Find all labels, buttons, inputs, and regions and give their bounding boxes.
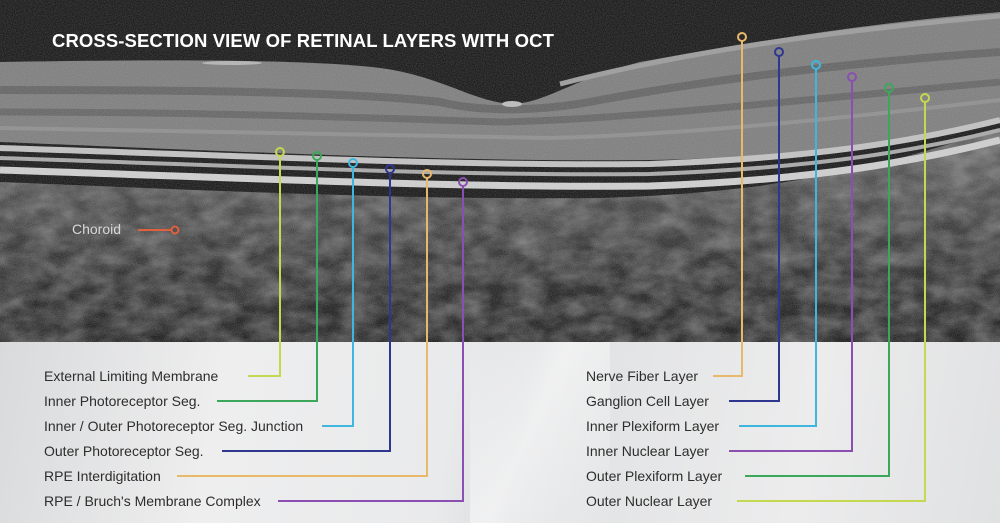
pin-icon (422, 169, 432, 179)
oct-scan-image: CROSS-SECTION VIEW OF RETINAL LAYERS WIT… (0, 0, 1000, 342)
pin-icon (312, 151, 322, 161)
leader-outer-photoreceptor-seg (222, 173, 391, 452)
leader-inner-photoreceptor-seg (217, 160, 318, 402)
pin-icon (275, 147, 285, 157)
pin-icon (774, 47, 784, 57)
pin-icon (847, 72, 857, 82)
legend-rpe-interdigitation: RPE Interdigitation (44, 468, 161, 484)
pin-icon (348, 158, 358, 168)
legend-inner-plexiform-layer: Inner Plexiform Layer (586, 418, 720, 434)
legend-outer-photoreceptor-seg: Outer Photoreceptor Seg. (44, 443, 204, 459)
pin-icon (170, 225, 180, 235)
leader-ganglion-cell-layer (729, 56, 780, 402)
leader-inner-plexiform-layer (739, 69, 817, 427)
pin-icon (458, 177, 468, 187)
legend-ganglion-cell-layer: Ganglion Cell Layer (586, 393, 709, 409)
diagram-title: CROSS-SECTION VIEW OF RETINAL LAYERS WIT… (52, 30, 554, 51)
legend-outer-nuclear-layer: Outer Nuclear Layer (586, 493, 713, 509)
legend-nerve-fiber-layer: Nerve Fiber Layer (586, 368, 699, 384)
legend-external-limiting-membrane: External Limiting Membrane (44, 368, 219, 384)
legend-outer-plexiform-layer: Outer Plexiform Layer (586, 468, 723, 484)
leader-outer-nuclear-layer (737, 102, 926, 502)
leader-nerve-fiber-layer (713, 41, 743, 377)
legend-inner-photoreceptor-seg: Inner Photoreceptor Seg. (44, 393, 201, 409)
legend-inner-outer-photoreceptor-junction: Inner / Outer Photoreceptor Seg. Junctio… (44, 418, 304, 434)
leader-inner-outer-junction (322, 167, 354, 427)
leader-external-limiting-membrane (248, 156, 281, 377)
legend-inner-nuclear-layer: Inner Nuclear Layer (586, 443, 709, 459)
legend-panel (0, 342, 1000, 523)
choroid-label: Choroid (72, 221, 122, 237)
pin-icon (385, 164, 395, 174)
leader-outer-plexiform-layer (745, 92, 890, 477)
pin-icon (737, 32, 747, 42)
retina-cross-section (0, 0, 1000, 342)
leader-rpe-bruchs (278, 186, 464, 502)
pin-icon (811, 60, 821, 70)
legend-rpe-bruchs-membrane: RPE / Bruch's Membrane Complex (44, 493, 261, 509)
panel-sheen (470, 342, 610, 523)
pin-icon (884, 83, 894, 93)
pin-icon (920, 93, 930, 103)
leader-inner-nuclear-layer (729, 81, 853, 452)
leader-rpe-interdigitation (177, 178, 428, 477)
